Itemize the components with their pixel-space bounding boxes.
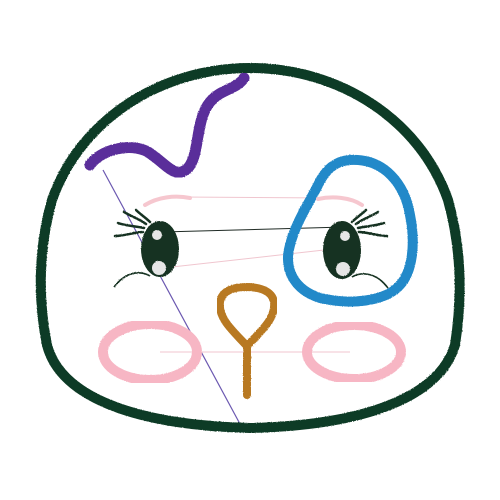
hair-curl bbox=[84, 72, 250, 178]
left-eye-icon bbox=[113, 208, 179, 288]
left-cheek bbox=[98, 319, 202, 385]
thread-pink-top bbox=[179, 196, 331, 199]
thread-dark-eyes bbox=[161, 226, 346, 233]
left-brow bbox=[143, 194, 192, 207]
right-cheek bbox=[302, 320, 406, 384]
right-brow bbox=[316, 195, 364, 207]
nose-loop-icon bbox=[215, 283, 279, 399]
right-eye-icon bbox=[323, 208, 389, 289]
face-outline bbox=[35, 63, 465, 433]
blue-ring bbox=[283, 154, 418, 307]
thread-pink-eyes bbox=[162, 247, 343, 269]
